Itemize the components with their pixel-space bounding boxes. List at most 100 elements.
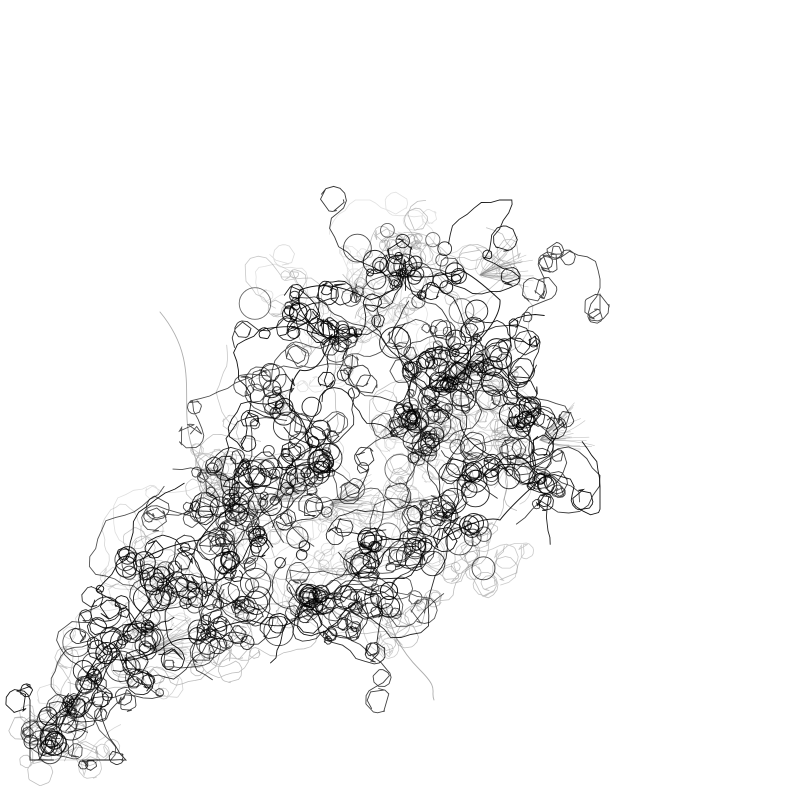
- loop-circle: [250, 542, 262, 554]
- loop-circle: [218, 565, 228, 575]
- loop-circle: [425, 232, 441, 248]
- faint-strand: [329, 191, 438, 271]
- loop-circle: [449, 343, 469, 364]
- hair-stroke: [479, 274, 506, 279]
- loop-circle: [264, 402, 277, 416]
- loop-circle: [90, 673, 99, 682]
- curly-strand: [141, 495, 241, 532]
- trailing-strand: [384, 599, 435, 701]
- hair-stroke: [539, 439, 592, 447]
- loop-circle: [402, 262, 434, 293]
- loop-circle: [316, 473, 324, 481]
- loop-circle: [300, 467, 312, 479]
- loop-circle: [490, 468, 500, 477]
- curly-strand: [266, 545, 417, 618]
- loop-circle: [196, 632, 219, 655]
- loop-circle: [384, 454, 415, 485]
- loop-circle: [313, 460, 331, 479]
- loop-circle: [341, 328, 351, 338]
- loop-circle: [370, 541, 382, 553]
- loop-circle: [139, 567, 165, 592]
- curly-strand: [200, 599, 261, 651]
- loop-circle: [138, 640, 152, 654]
- loop-circle: [447, 380, 457, 390]
- loop-circle: [240, 513, 255, 528]
- loop-circle: [287, 442, 306, 461]
- loop-circle: [395, 542, 422, 569]
- loop-circle: [55, 709, 87, 741]
- loop-circle: [62, 628, 92, 658]
- curly-strand: [286, 296, 410, 350]
- loop-circle: [417, 537, 433, 553]
- loop-circle: [483, 453, 501, 471]
- loop-circle: [449, 362, 467, 380]
- loop-circle: [221, 550, 241, 571]
- loop-circle: [312, 443, 343, 473]
- loop-circle: [221, 543, 238, 559]
- loop-circle: [438, 361, 458, 381]
- loop-circle: [449, 439, 465, 455]
- hair-stroke: [479, 233, 516, 276]
- faint-strand: [392, 502, 534, 586]
- loop-circle: [505, 468, 514, 477]
- hair-stroke: [329, 504, 372, 518]
- loop-circle: [445, 527, 474, 556]
- loop-circle: [179, 596, 192, 610]
- loop-circle: [402, 397, 420, 415]
- loop-circle: [397, 414, 409, 426]
- loop-circle: [465, 299, 489, 323]
- loop-circle: [453, 373, 473, 393]
- curly-strand: [180, 564, 234, 654]
- loop-circle: [258, 363, 287, 392]
- loop-circle: [259, 491, 269, 501]
- loop-circle: [200, 629, 212, 640]
- loop-circle: [243, 590, 269, 615]
- loop-circle: [321, 442, 340, 461]
- curly-strand: [492, 241, 610, 354]
- loop-circle: [378, 595, 401, 618]
- loop-circle: [247, 586, 271, 610]
- loop-circle: [440, 487, 467, 514]
- faint-strand: [207, 452, 356, 576]
- faint-strand: [278, 231, 421, 407]
- loop-circle: [411, 294, 426, 309]
- curly-strand: [323, 576, 438, 624]
- curly-strand: [112, 576, 284, 680]
- loop-circle: [445, 262, 465, 283]
- loop-circle: [387, 254, 413, 280]
- curly-strand: [298, 185, 400, 356]
- loop-circle: [440, 404, 451, 415]
- curly-strand: [284, 590, 374, 622]
- curly-strand: [338, 539, 427, 580]
- curly-strand: [321, 387, 433, 444]
- faint-strand: [190, 443, 268, 510]
- loop-circle: [421, 423, 445, 447]
- loop-circle: [298, 540, 311, 552]
- loop-circle: [38, 706, 58, 726]
- loop-circle: [484, 468, 499, 483]
- loop-circle: [534, 472, 546, 485]
- loop-circle: [372, 256, 389, 274]
- loop-circle: [282, 306, 298, 323]
- loop-circle: [449, 381, 475, 407]
- faint-strand: [390, 259, 519, 393]
- loop-circle: [133, 551, 156, 574]
- loop-circle: [350, 602, 363, 615]
- hair-stroke: [329, 500, 374, 506]
- loop-circle: [139, 563, 156, 581]
- loop-circle: [448, 298, 475, 324]
- loop-circle: [142, 608, 161, 627]
- curly-strand: [325, 494, 461, 545]
- loop-circle: [402, 527, 427, 552]
- loop-circle: [259, 493, 283, 517]
- loop-circle: [289, 303, 308, 322]
- loop-circle: [188, 627, 206, 645]
- loop-circle: [498, 402, 524, 427]
- faint-strand: [244, 255, 332, 324]
- loop-circle: [224, 503, 248, 526]
- loop-circle: [388, 272, 403, 287]
- curly-strand: [191, 492, 278, 681]
- loop-circle: [379, 254, 403, 277]
- loop-circle: [343, 233, 372, 263]
